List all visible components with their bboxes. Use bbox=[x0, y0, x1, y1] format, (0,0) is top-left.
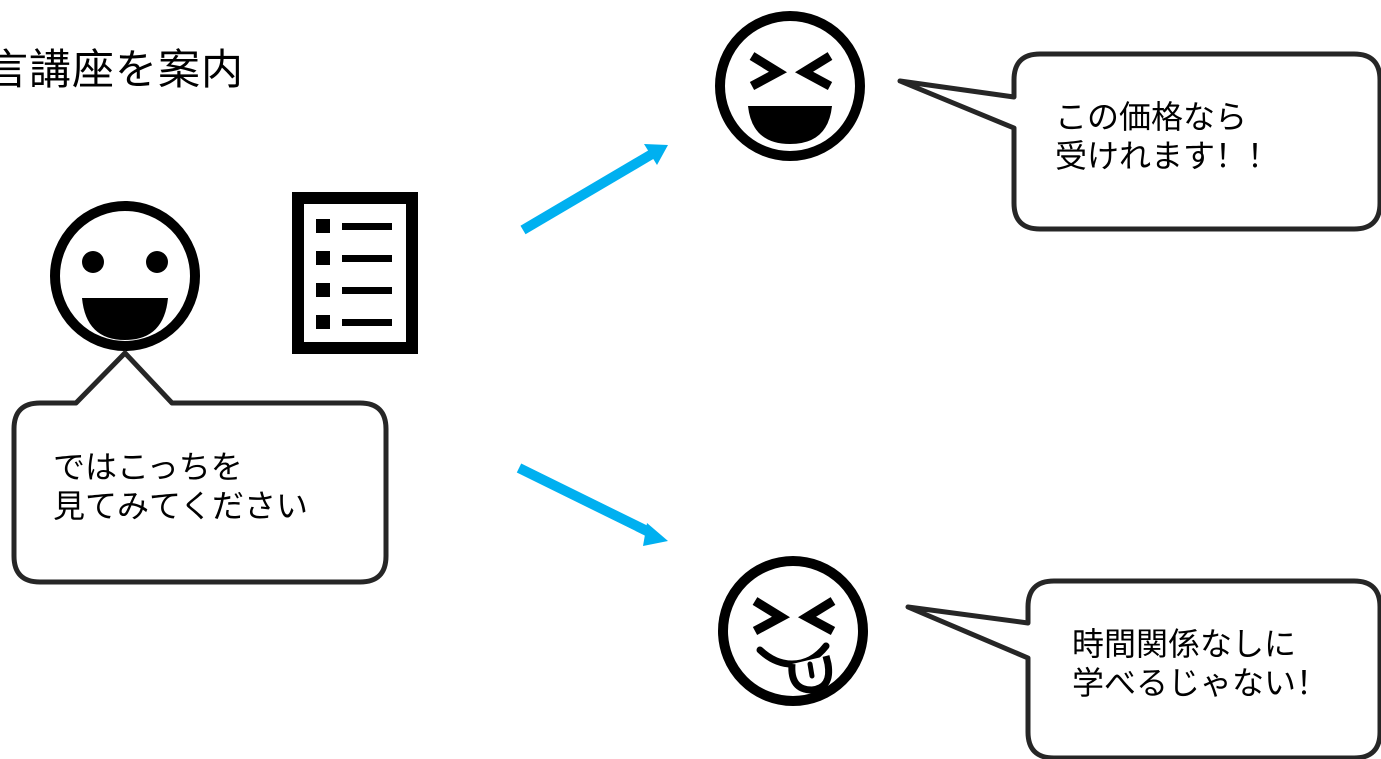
laughing-face-icon bbox=[715, 11, 865, 161]
smiling-face-icon bbox=[50, 201, 200, 351]
presenter-bubble-text: ではこっちを 見てみてください bbox=[53, 448, 308, 526]
bottom-reply-bubble-line: 学べるじゃない！ bbox=[1072, 664, 1329, 703]
top-reply-bubble-line: 受けれます！！ bbox=[1055, 137, 1280, 176]
tongue-out-face-icon bbox=[718, 556, 868, 706]
top-reply-bubble-text: この価格なら 受けれます！！ bbox=[1055, 98, 1279, 176]
bottom-reply-speech-bubble bbox=[905, 578, 1381, 759]
list-document-icon bbox=[292, 192, 418, 354]
presenter-bubble-line: ではこっちを bbox=[53, 448, 243, 486]
top-reply-speech-bubble bbox=[897, 51, 1381, 232]
page-title: 言講座を案内 bbox=[0, 45, 245, 94]
bottom-reply-bubble-text: 時間関係なしに 学べるじゃない！ bbox=[1072, 625, 1328, 703]
bottom-reply-bubble-line: 時間関係なしに bbox=[1072, 625, 1297, 663]
arrow-up-right bbox=[520, 144, 668, 235]
presenter-bubble-line: 見てみてください bbox=[53, 487, 309, 526]
arrow-down-right bbox=[516, 463, 668, 546]
presenter-speech-bubble bbox=[11, 350, 389, 585]
top-reply-bubble-line: この価格なら bbox=[1055, 98, 1248, 136]
